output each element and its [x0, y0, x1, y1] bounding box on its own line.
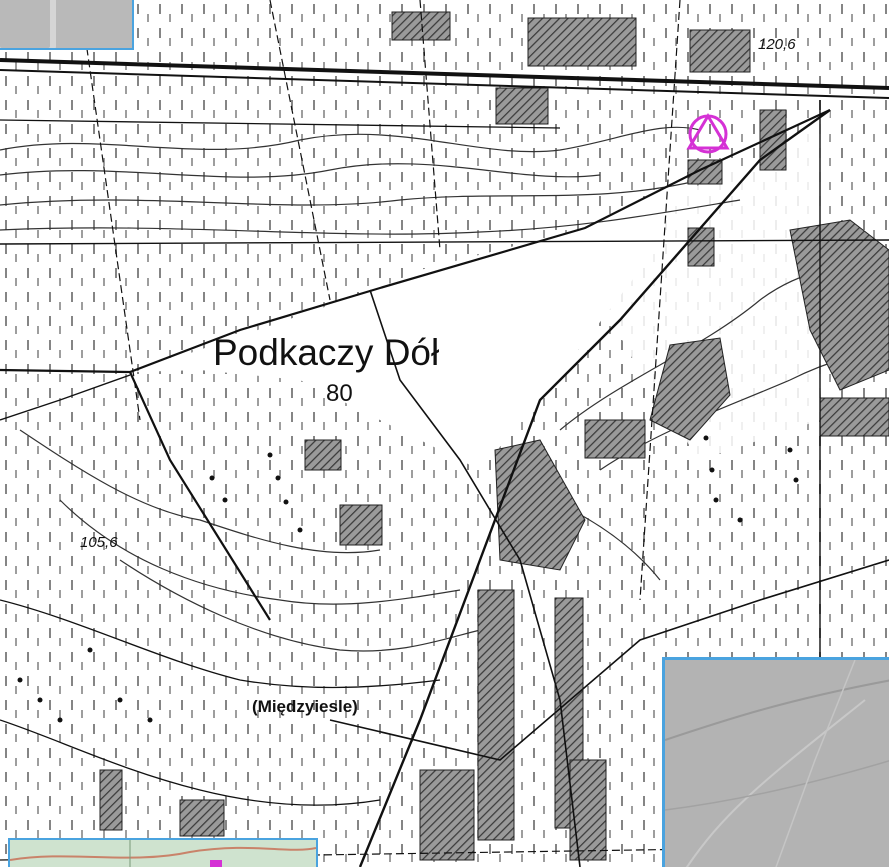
- hillshade-relief: [665, 660, 889, 867]
- thumbnail-frame: [0, 0, 56, 48]
- elevation-label-center: 80: [326, 380, 353, 407]
- elevation-label-ne: 120,6: [758, 36, 796, 53]
- locality-label: (Międzyiesle): [252, 697, 358, 716]
- building-dots: [17, 435, 799, 723]
- elevation-label-w: 105,6: [80, 534, 118, 551]
- map-preview-thumbnail[interactable]: [0, 0, 134, 50]
- orthophoto-preview: [10, 840, 316, 867]
- orthophoto-inset[interactable]: [8, 838, 318, 867]
- place-name-label: Podkaczy Dół: [213, 332, 440, 373]
- hatched-areas: [99, 11, 889, 861]
- triangle-in-circle-icon[interactable]: [684, 110, 732, 158]
- hillshade-inset[interactable]: [662, 657, 889, 867]
